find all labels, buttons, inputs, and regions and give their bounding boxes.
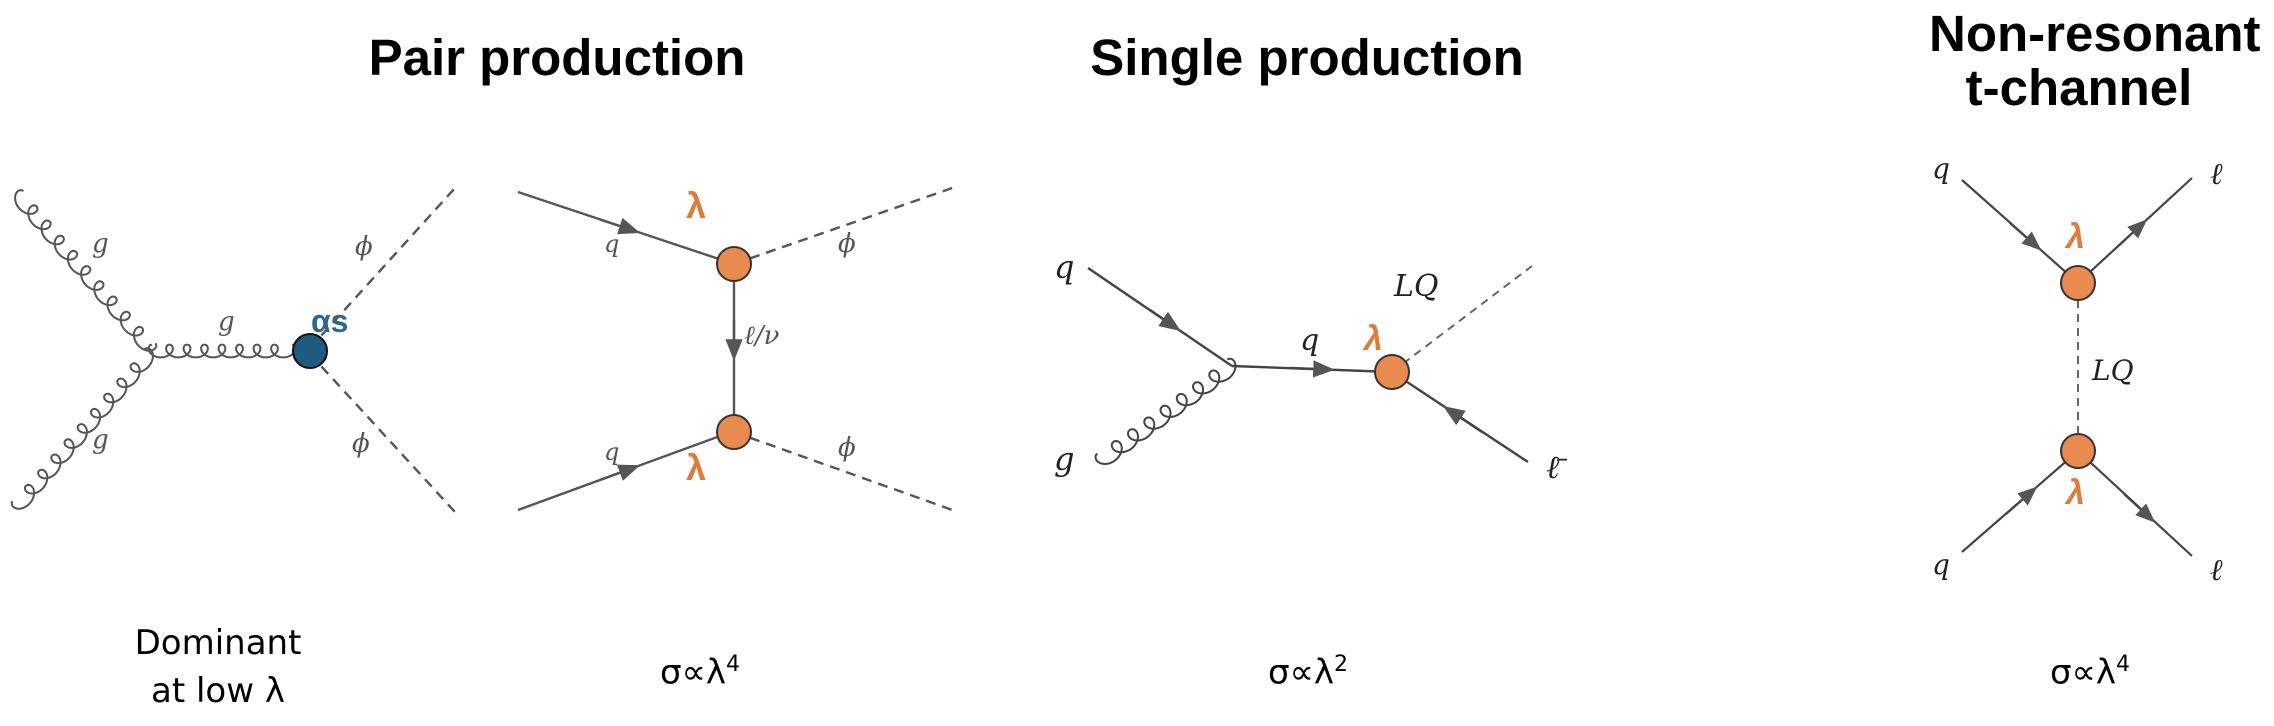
- label-gluon-top: g: [92, 229, 109, 259]
- caption-nonres-scaling: σ∝λ4: [1990, 642, 2190, 695]
- diagram-single-production: q g q LQ ℓ̄ λ: [1054, 248, 1567, 486]
- vertex-lambda-bottom: [716, 414, 752, 450]
- scalar-line-bottom-right: [733, 430, 959, 514]
- quark-arrow-incoming: [1149, 309, 1181, 332]
- vertex-alpha-s: [292, 333, 328, 369]
- label-lambda-top: λ: [686, 185, 706, 226]
- caption-single-base: σ∝λ: [1268, 652, 1334, 693]
- caption-quark-pair-base: σ∝λ: [660, 652, 726, 693]
- quark-arrow-bottom: [599, 464, 641, 482]
- scalar-line-top-right: [733, 184, 959, 266]
- quark-arrow-top: [599, 217, 641, 235]
- label-phi-top-right: ϕ: [838, 229, 856, 259]
- label-gluon-incoming: g: [1054, 440, 1074, 478]
- diagram-gluon-pair: g g g ϕ ϕ αs: [10, 187, 456, 513]
- diagram-non-resonant: q ℓ LQ q ℓ λ λ: [1932, 152, 2223, 588]
- label-LQ-nonres: LQ: [2091, 354, 2134, 387]
- label-quark-top: q: [604, 230, 619, 258]
- label-quark-bottom: q: [604, 438, 619, 466]
- non-resonant-title-line2: t-channel: [1965, 59, 2193, 116]
- gluon-line-top-left: [14, 189, 158, 352]
- label-quark-propagator: q: [1300, 323, 1319, 358]
- vertex-lambda-nonres-top: [2060, 265, 2096, 301]
- label-lambda-single: λ: [1362, 320, 1383, 358]
- caption-nonres-base: σ∝λ: [2050, 652, 2116, 693]
- label-gluon-propagator: g: [218, 307, 235, 337]
- caption-single-exponent: 2: [1333, 652, 1348, 677]
- caption-quark-pair-scaling: σ∝λ4: [600, 642, 800, 695]
- vertex-lambda-nonres-bottom: [2060, 433, 2096, 469]
- label-antilepton: ℓ̄: [1546, 448, 1567, 486]
- caption-gluon-pair-line2: at low λ: [151, 671, 285, 711]
- label-lambda-nonres-top: λ: [2064, 218, 2085, 256]
- label-gluon-bottom: g: [92, 425, 109, 455]
- caption-single-scaling: σ∝λ2: [1208, 642, 1408, 695]
- lepton-arrow-bottom-out: [2123, 493, 2156, 523]
- label-quark-incoming: q: [1054, 248, 1074, 286]
- label-LQ-single: LQ: [1393, 269, 1439, 304]
- scalar-line-lower: [309, 353, 456, 513]
- label-lambda-bottom: λ: [686, 447, 706, 488]
- label-lepton-nonres-top: ℓ: [2210, 157, 2223, 192]
- quark-arrow-top-in: [2009, 222, 2042, 251]
- leptoquark-line: [1391, 265, 1533, 373]
- caption-gluon-pair-line1: Dominant: [134, 623, 302, 663]
- label-lepton-nu: ℓ/ν: [744, 321, 780, 351]
- label-phi-upper: ϕ: [355, 232, 373, 262]
- label-quark-nonres-top: q: [1932, 152, 1950, 185]
- gluon-line-propagator: [147, 343, 297, 359]
- label-alpha-s: αs: [311, 303, 348, 339]
- non-resonant-title-line1: Non-resonant: [1929, 5, 2261, 62]
- label-phi-lower: ϕ: [352, 429, 370, 459]
- diagram-quark-pair: q q ℓ/ν ϕ ϕ λ λ: [517, 184, 959, 514]
- label-lepton-nonres-bottom: ℓ: [2210, 553, 2223, 588]
- lepton-arrow-top-out: [2114, 219, 2148, 250]
- gluon-line-bottom-left: [10, 347, 154, 510]
- single-production-title: Single production: [1090, 29, 1524, 86]
- gluon-line-incoming: [1094, 357, 1237, 466]
- antilepton-arrow: [1443, 406, 1483, 433]
- label-phi-bottom-right: ϕ: [838, 433, 856, 463]
- vertex-lambda-single: [1374, 354, 1410, 390]
- label-quark-nonres-bottom: q: [1932, 548, 1950, 581]
- quark-propagator-arrow: [1289, 360, 1335, 378]
- vertex-lambda-top: [716, 246, 752, 282]
- label-lambda-nonres-bottom: λ: [2064, 474, 2085, 512]
- caption-nonres-exponent: 4: [2115, 652, 2130, 677]
- pair-production-title: Pair production: [368, 29, 746, 86]
- quark-arrow-bottom-in: [2005, 486, 2038, 515]
- caption-quark-pair-exponent: 4: [725, 652, 740, 677]
- scalar-line-upper: [309, 187, 456, 349]
